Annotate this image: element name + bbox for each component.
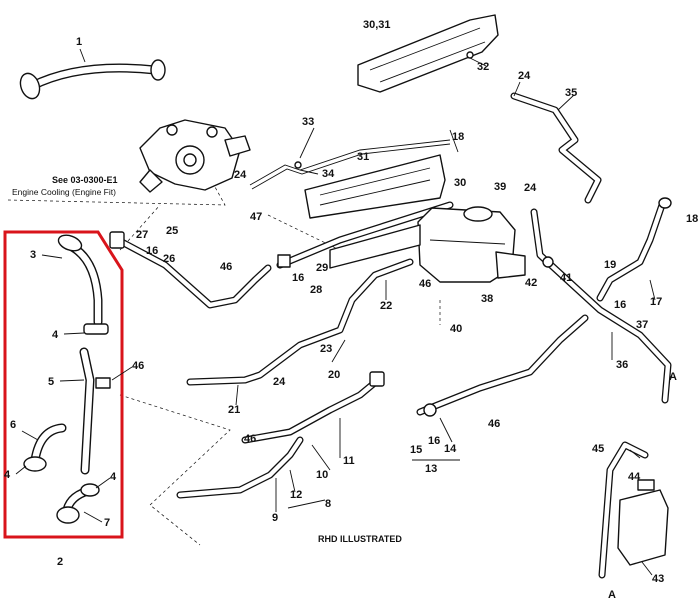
callout-36: 36: [616, 359, 628, 371]
callout-3: 3: [30, 249, 36, 261]
callout-44: 44: [628, 471, 641, 483]
callout-24: 24: [234, 169, 247, 181]
expansion-tank-part-38: [417, 206, 526, 283]
highlighted-hose-group: [3, 230, 124, 539]
callout-31: 31: [357, 151, 369, 163]
bracket-part-30-31: [357, 14, 499, 93]
callout-20: 20: [328, 369, 340, 381]
callout-8: 8: [325, 498, 331, 510]
callout-40: 40: [450, 323, 462, 335]
callout-16: 16: [614, 299, 626, 311]
pipe-part-22-23: [186, 258, 414, 386]
callout-30-31: 30,31: [363, 19, 391, 31]
callout-a: A: [608, 589, 616, 600]
callout-21: 21: [228, 404, 240, 416]
pipe-part-14: [416, 314, 589, 417]
water-pump-assembly: [139, 119, 251, 193]
pipe-part-10: [176, 371, 385, 499]
hose-part-35: [510, 92, 602, 204]
callout-46: 46: [132, 360, 144, 372]
callout-a: A: [669, 371, 677, 383]
callout-26: 26: [163, 253, 175, 265]
callout-4: 4: [4, 469, 11, 481]
see-reference: See 03-0300-E1: [52, 175, 118, 185]
callout-9: 9: [272, 512, 278, 524]
callout-14: 14: [444, 443, 457, 455]
callout-16: 16: [428, 435, 440, 447]
callout-42: 42: [525, 277, 537, 289]
leader-lines: [15, 48, 656, 576]
callout-17: 17: [650, 296, 662, 308]
hose-part-17: [596, 197, 672, 302]
callout-22: 22: [380, 300, 392, 312]
callout-27: 27: [136, 229, 148, 241]
callout-24: 24: [524, 182, 537, 194]
heat-shield-part-31: [304, 154, 446, 219]
callout-46: 46: [488, 418, 500, 430]
callout-15: 15: [410, 444, 422, 456]
callout-19: 19: [604, 259, 616, 271]
callout-10: 10: [316, 469, 328, 481]
callout-45: 45: [592, 443, 604, 455]
callout-11: 11: [343, 455, 355, 467]
callout-13: 13: [425, 463, 437, 475]
see-reference-desc: Engine Cooling (Engine Fit): [12, 187, 116, 197]
callout-38: 38: [481, 293, 493, 305]
callout-46: 46: [244, 433, 256, 445]
callout-4: 4: [52, 329, 59, 341]
callout-23: 23: [320, 343, 332, 355]
callout-32: 32: [477, 61, 489, 73]
callout-46: 46: [419, 278, 431, 290]
pipe-part-28: [276, 201, 454, 269]
callout-18: 18: [686, 213, 698, 225]
callout-37: 37: [636, 319, 648, 331]
reservoir-part-43: [598, 441, 669, 579]
callout-1: 1: [76, 36, 82, 48]
callout-41: 41: [560, 272, 572, 284]
callout-46: 46: [220, 261, 232, 273]
callout-25: 25: [166, 225, 178, 237]
callout-16: 16: [292, 272, 304, 284]
hose-part-1: [19, 59, 166, 100]
radiator-part-29: [329, 224, 421, 269]
callout-6: 6: [10, 419, 16, 431]
callout-4: 4: [110, 471, 117, 483]
hose-part-36: [530, 208, 672, 404]
rhd-note: RHD ILLUSTRATED: [318, 534, 402, 544]
callout-47: 47: [250, 211, 262, 223]
callout-43: 43: [652, 573, 664, 585]
callout-33: 33: [302, 116, 314, 128]
callout-34: 34: [322, 168, 335, 180]
hose-part-26: [109, 231, 272, 309]
projection-lines: [7, 177, 441, 546]
callout-7: 7: [104, 517, 110, 529]
callout-35: 35: [565, 87, 577, 99]
callout-24: 24: [518, 70, 531, 82]
callout-39: 39: [494, 181, 506, 193]
callout-29: 29: [316, 262, 328, 274]
callout-30: 30: [454, 177, 466, 189]
callout-2: 2: [57, 556, 63, 568]
callout-5: 5: [48, 376, 54, 388]
callout-28: 28: [310, 284, 322, 296]
callout-labels: 1 2 3 4 4 4 5 6 7 8 9 10 11 12 13 14 15 …: [4, 19, 698, 600]
callout-12: 12: [290, 489, 302, 501]
callout-18: 18: [452, 131, 464, 143]
callout-16: 16: [146, 245, 158, 257]
highlight-outline: [3, 230, 124, 539]
callout-24: 24: [273, 376, 286, 388]
